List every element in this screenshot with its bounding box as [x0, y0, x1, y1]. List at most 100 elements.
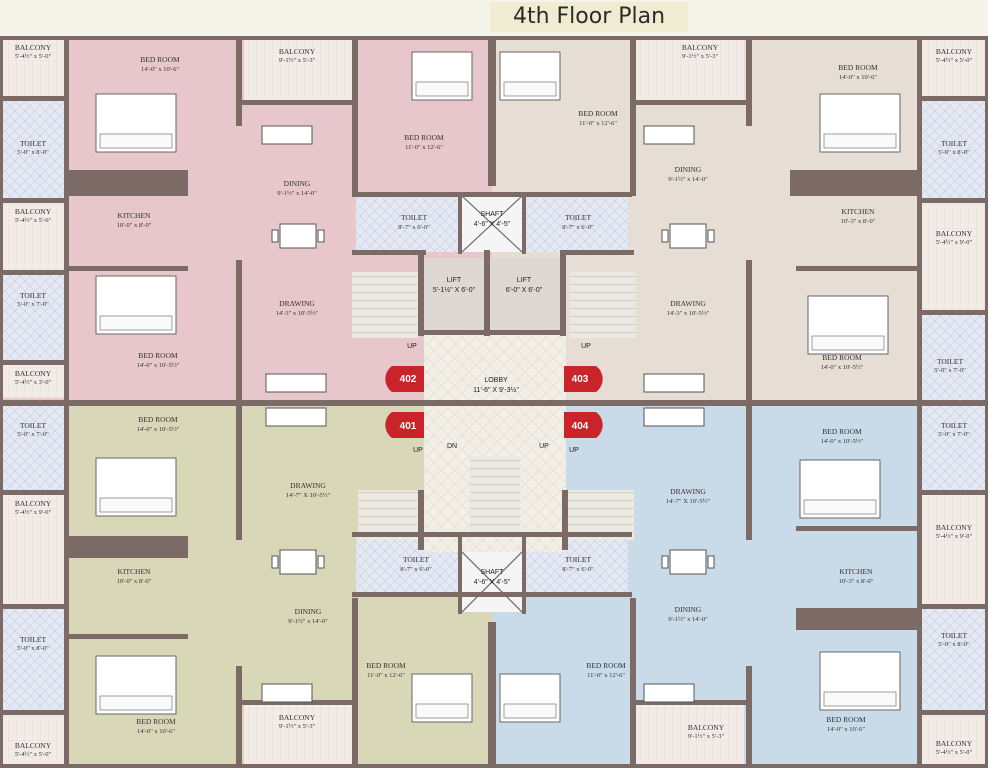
- shaft-bottom-dim: 4'-6" X 4'-5": [474, 579, 511, 586]
- sofa-icon: [643, 683, 695, 703]
- room-name: BED ROOM: [138, 415, 178, 424]
- room-name: BED ROOM: [586, 661, 626, 670]
- floor-plan: 402 403 401 404 LOBBY 11'-6" X 9'-3½" LI…: [0, 36, 988, 768]
- room-dim: 5'-0" x 8'-0": [17, 149, 49, 156]
- lift-left-label: LIFT: [447, 277, 462, 284]
- pillow-icon: [99, 695, 173, 711]
- pillow-icon: [99, 315, 173, 331]
- room-dim: 8'-7" x 6'-0": [562, 224, 594, 231]
- room-name: BALCONY: [279, 713, 316, 722]
- room-dim: 5'-4½" x 9'-0": [936, 239, 973, 246]
- room-dim: 5'-4½" x 5'-0": [15, 751, 52, 758]
- balcony-floor: [922, 714, 986, 766]
- stair-flight: [352, 272, 418, 338]
- unit-badge-403: 403: [564, 366, 603, 392]
- room-dim: 5'-4½" x 5'-6": [15, 217, 52, 224]
- room-dim: 9'-1½" x 5'-3": [279, 723, 316, 730]
- room-name: KITCHEN: [118, 567, 151, 576]
- sofa-icon: [265, 407, 327, 427]
- balcony-floor: [244, 40, 354, 102]
- room-name: BALCONY: [936, 739, 973, 748]
- stair-flight: [470, 456, 520, 536]
- unit-badge-401: 401: [385, 412, 424, 438]
- toilet-floor: [2, 608, 64, 710]
- room-name: BALCONY: [15, 499, 52, 508]
- dining-table-icon: [669, 549, 707, 575]
- dining-table-icon: [279, 223, 317, 249]
- room-name: BALCONY: [936, 523, 973, 532]
- chair-icon: [271, 555, 279, 569]
- room-name: BALCONY: [279, 47, 316, 56]
- balcony-floor: [244, 702, 354, 766]
- room-dim: 5'-0" x 7'-0": [17, 431, 49, 438]
- room-dim: 5'-0" x 7'-0": [17, 301, 49, 308]
- shaft-top-dim: 4'-6" X 4'-5": [474, 221, 511, 228]
- chair-icon: [707, 229, 715, 243]
- room-dim: 5'-4½" x 5'-0": [936, 57, 973, 64]
- chair-icon: [707, 555, 715, 569]
- toilet-floor: [922, 100, 986, 198]
- shaft-cross: [461, 195, 523, 253]
- room-name: BALCONY: [15, 207, 52, 216]
- toilet-floor: [524, 196, 628, 252]
- room-dim: 5'-4½" x 9'-0": [15, 509, 52, 516]
- pillow-icon: [415, 81, 469, 97]
- room-dim: 5'-4½" x 5'-0": [936, 749, 973, 756]
- room-name: TOILET: [565, 555, 592, 564]
- unit-badge-shape: [564, 366, 603, 392]
- room-name: BALCONY: [15, 43, 52, 52]
- room-name: DINING: [675, 165, 702, 174]
- toilet-floor: [2, 404, 64, 490]
- pillow-icon: [99, 497, 173, 513]
- room-name: BALCONY: [936, 229, 973, 238]
- room-dim: 5'-4½" x 3'-0": [15, 379, 52, 386]
- sofa-icon: [261, 683, 313, 703]
- room-name: BALCONY: [15, 369, 52, 378]
- room-name: BED ROOM: [366, 661, 406, 670]
- room-dim: 9'-1½" x 14'-0": [288, 618, 328, 625]
- balcony-floor: [2, 364, 64, 398]
- stair-up-label: UP: [413, 447, 423, 454]
- balcony-floor: [922, 202, 986, 310]
- pillow-icon: [823, 133, 897, 149]
- room-name: DRAWING: [279, 299, 315, 308]
- room-dim: 9'-1½" x 5'-3": [279, 57, 316, 64]
- balcony-floor: [2, 714, 64, 766]
- balcony-floor: [2, 40, 64, 96]
- room-dim: 5'-0" x 8'-0": [938, 149, 970, 156]
- room-name: DINING: [675, 605, 702, 614]
- lift-right-label: LIFT: [517, 277, 532, 284]
- dining-table-icon: [669, 223, 707, 249]
- unit-badge-shape: [385, 366, 424, 392]
- room-dim: 8'-7" x 6'-0": [562, 566, 594, 573]
- pillow-icon: [803, 499, 877, 515]
- pillow-icon: [811, 335, 885, 351]
- toilet-floor: [922, 314, 986, 400]
- balcony-floor: [634, 40, 744, 102]
- sofa-icon: [643, 373, 705, 393]
- sofa-icon: [261, 125, 313, 145]
- room-dim: 10'-3" x 8'-0": [839, 578, 874, 585]
- page-title: 4th Floor Plan: [490, 2, 688, 32]
- room-name: TOILET: [937, 357, 964, 366]
- room-name: BED ROOM: [136, 717, 176, 726]
- lobby-label: LOBBY: [484, 377, 508, 384]
- room-name: DINING: [284, 179, 311, 188]
- unit-number: 404: [572, 421, 589, 432]
- pillow-icon: [503, 703, 557, 719]
- balcony-floor: [2, 494, 64, 604]
- chair-icon: [271, 229, 279, 243]
- room-dim: 11'-0" x 12'-6": [367, 672, 405, 679]
- pillow-icon: [99, 133, 173, 149]
- stair-up-label: UP: [581, 343, 591, 350]
- room-dim: 9'-1½" x 14'-0": [277, 190, 317, 197]
- shaft-top-label: SHAFT: [481, 211, 505, 218]
- unit-badge-shape: [564, 412, 603, 438]
- balcony-floor: [2, 202, 64, 270]
- dining-table-icon: [279, 549, 317, 575]
- room-dim: 14'-0" x 10'-5½": [137, 426, 180, 433]
- chair-icon: [661, 229, 669, 243]
- room-name: KITCHEN: [118, 211, 151, 220]
- stair-up-label: UP: [569, 447, 579, 454]
- room-dim: 14'-0" x 10'-6": [137, 728, 175, 735]
